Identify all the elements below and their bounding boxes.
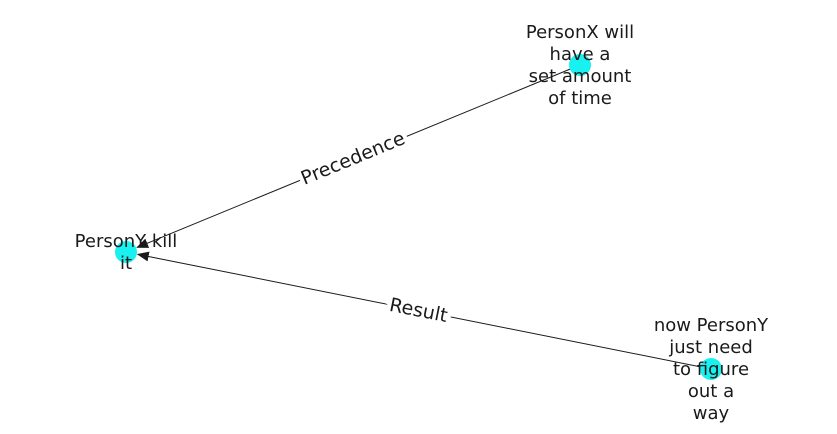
node-label-line: it <box>120 253 132 274</box>
edge-label-result: Result <box>388 294 450 327</box>
node-label-line: have a <box>550 44 611 65</box>
edge-label-precedence: Precedence <box>298 127 408 189</box>
node-n1 <box>569 54 591 76</box>
node-label-line: PersonY kill <box>75 231 178 252</box>
node-label-line: now PersonY <box>654 315 769 336</box>
edge-n1-to-n2 <box>136 64 581 248</box>
node-n2 <box>115 241 137 263</box>
edges-layer <box>136 64 712 370</box>
node-label-line: out a <box>688 381 734 402</box>
node-n3 <box>700 358 722 380</box>
node-label-line: way <box>693 403 730 424</box>
node-label-line: of time <box>548 88 612 109</box>
nodes-layer <box>115 54 722 380</box>
node-label-line: PersonX will <box>526 22 634 43</box>
node-label-line: to figure <box>673 359 749 380</box>
node-label-line: just need <box>668 337 753 358</box>
edge-n3-to-n2 <box>136 251 712 370</box>
node-label-line: set amount <box>529 66 632 87</box>
